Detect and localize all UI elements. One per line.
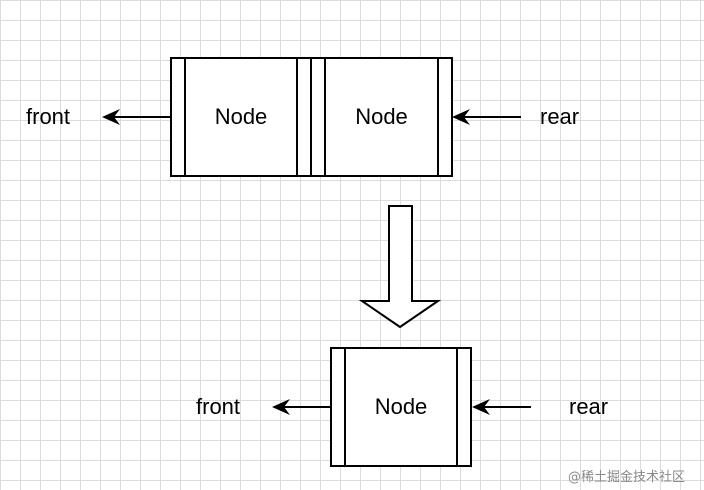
node-right-bar (456, 349, 458, 465)
transition-down-arrow (358, 205, 442, 329)
node-left-bar (344, 349, 346, 465)
bottom-rear-label: rear (569, 394, 609, 419)
top-front-arrow (102, 109, 170, 125)
watermark-text: @稀土掘金技术社区 (568, 470, 686, 485)
top-node-1: Node (170, 57, 312, 177)
bottom-node: Node (330, 347, 472, 467)
bottom-front-label: front (196, 394, 241, 419)
node-label: Node (355, 104, 408, 129)
top-rear-arrow (452, 109, 521, 125)
top-rear-label: rear (540, 104, 580, 129)
bottom-front-arrow (272, 399, 330, 415)
node-label: Node (374, 394, 428, 419)
node-right-bar (437, 59, 439, 175)
node-right-bar (296, 59, 298, 175)
node-left-bar (324, 59, 326, 175)
bottom-rear-arrow (472, 399, 531, 415)
node-left-bar (184, 59, 186, 175)
top-front-label: front (26, 104, 71, 129)
node-label: Node (214, 104, 268, 129)
